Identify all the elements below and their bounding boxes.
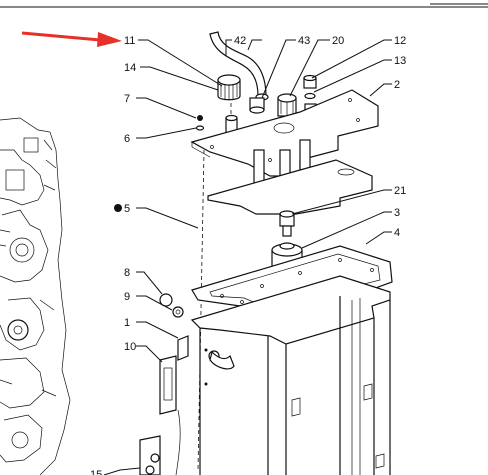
callout-14: 14 [124, 62, 136, 74]
callout-13: 13 [394, 55, 406, 67]
red-arrow-icon [21, 31, 122, 47]
callout-1: 1 [124, 317, 130, 329]
callout-9: 9 [124, 291, 130, 303]
callout-7: 7 [124, 93, 130, 105]
screw-7-washer-6 [195, 115, 205, 131]
callout-15: 15 [90, 469, 102, 475]
callout-11: 11 [124, 35, 135, 47]
elbow-fitting-21 [279, 210, 295, 237]
callout-43: 43 [298, 35, 310, 47]
callout-8: 8 [124, 267, 130, 279]
callout-labels: 11 42 43 20 12 13 2 14 7 6 5 21 3 4 8 9 … [90, 35, 406, 475]
cover-gasket [207, 159, 373, 215]
callout-6: 6 [124, 133, 130, 145]
callout-3: 3 [394, 207, 400, 219]
sight-gauge-10 [159, 350, 235, 415]
callout-10: 10 [124, 341, 136, 353]
leader-lines [103, 39, 392, 475]
callout-12: 12 [394, 35, 406, 47]
callout-4: 4 [394, 227, 400, 239]
callout-2: 2 [394, 79, 400, 91]
engine-background-sketch [0, 117, 71, 475]
header-rules [0, 3, 488, 8]
callout-5: 5 [124, 203, 130, 215]
callout-20: 20 [332, 35, 344, 47]
filler-cap-14 [217, 74, 241, 137]
bracket-15 [139, 335, 189, 475]
hydraulic-tank-1 [190, 275, 391, 475]
top-cover-plate-2 [190, 89, 379, 177]
oring-9-cap-8 [159, 293, 184, 318]
callout-5-marker-icon [114, 204, 122, 212]
callout-42: 42 [234, 35, 246, 47]
callout-21: 21 [394, 185, 406, 197]
